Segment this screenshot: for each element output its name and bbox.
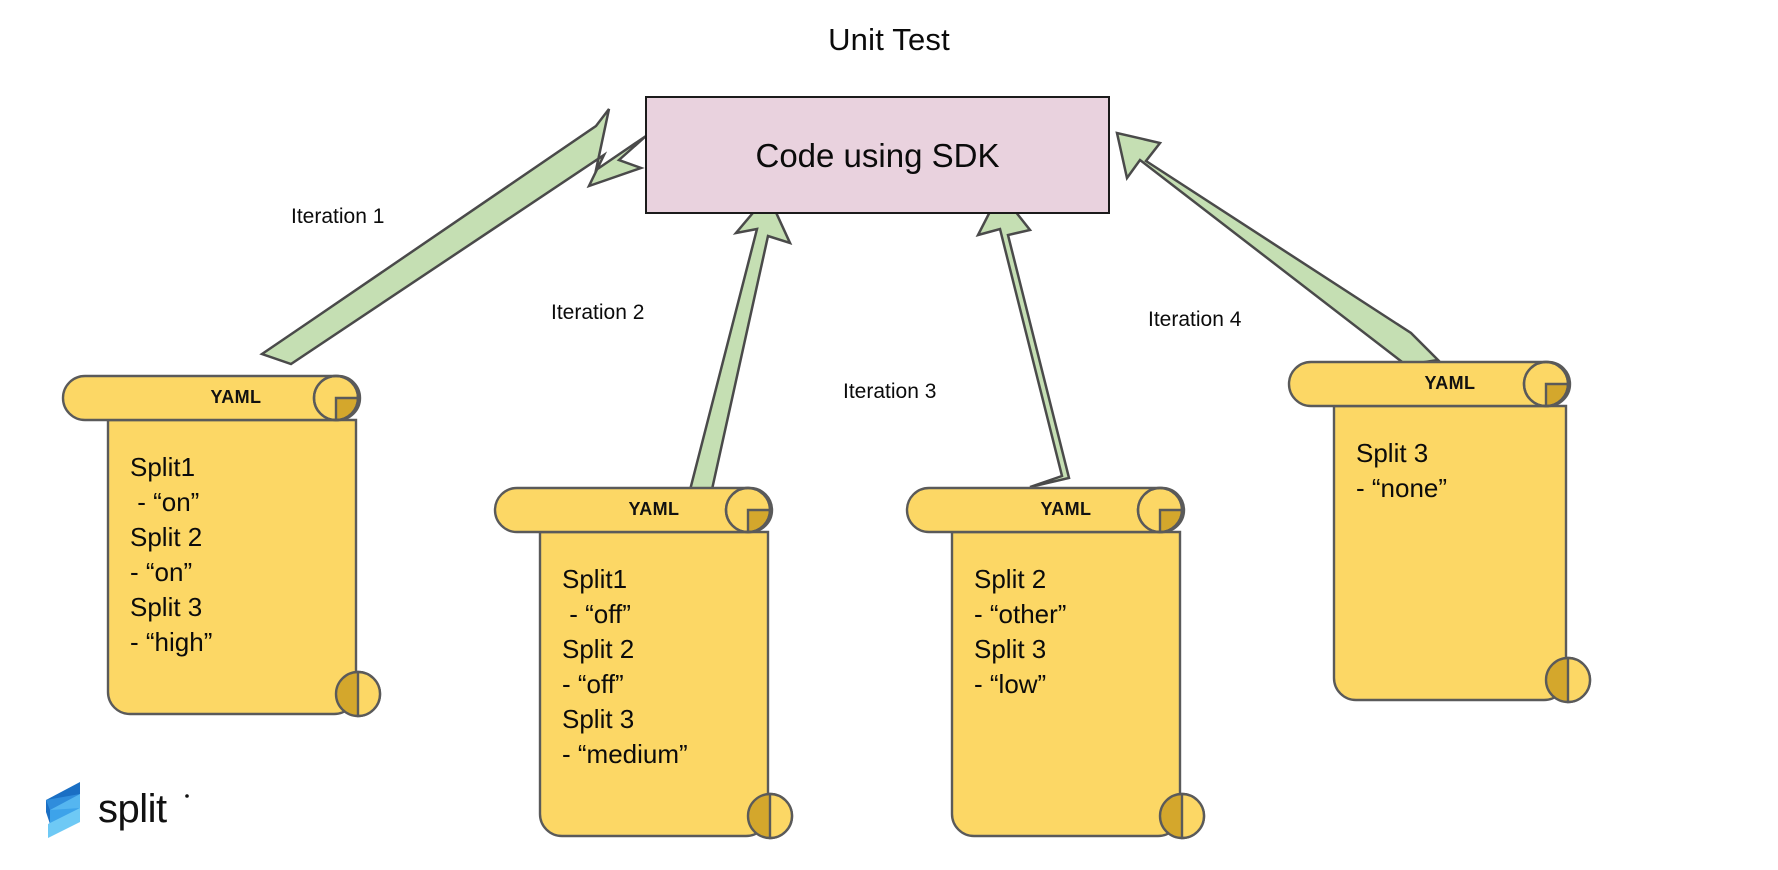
yaml-scroll-3[interactable]: YAML Split 2 - “other” Split 3 - “low” [905,484,1220,870]
arrow-iteration-3 [975,189,1071,489]
scroll-body-1 [106,418,358,716]
scroll-body-3 [950,530,1182,838]
arrow-label-iteration-1: Iteration 1 [291,205,385,228]
yaml-scroll-4[interactable]: YAML Split 3 - “none” [1287,358,1606,738]
split-wordmark: split [98,787,167,831]
split-logo-mark [46,782,80,838]
arrow-label-iteration-4: Iteration 4 [1148,308,1242,331]
arrow-iteration-2 [650,192,793,514]
registered-mark-icon [185,794,189,798]
page-title: Unit Test [828,22,950,57]
yaml-scroll-2[interactable]: YAML Split1 - “off” Split 2 - “off” Spli… [493,484,808,870]
code-using-sdk-label: Code using SDK [755,136,1000,174]
scroll-body-2 [538,530,770,838]
arrow-iteration-1 [259,108,647,366]
split-logo: split [36,778,206,842]
arrow-label-iteration-3: Iteration 3 [843,380,937,403]
arrow-label-iteration-2: Iteration 2 [551,301,645,324]
scroll-body-4 [1332,404,1568,702]
yaml-scroll-1[interactable]: YAML Split1 - “on” Split 2 - “on” Split … [61,372,404,752]
code-using-sdk-node[interactable]: Code using SDK [645,96,1110,214]
